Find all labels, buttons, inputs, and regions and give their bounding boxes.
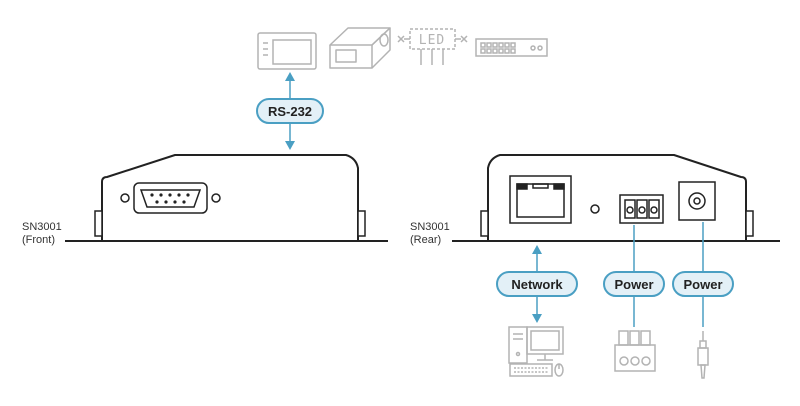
network-pill-label: Network (511, 277, 563, 292)
rack-device-icon (475, 38, 548, 57)
led-sign-text: LED (419, 33, 445, 48)
rs232-pill-label: RS-232 (268, 104, 312, 119)
rear-label-model: SN3001 (410, 221, 450, 233)
db9-port (120, 182, 221, 214)
power-jack-pill-label: Power (683, 277, 722, 292)
touch-panel-icon (257, 32, 317, 70)
terminal-block-icon (614, 330, 656, 372)
power-terminal-pill: Power (603, 271, 665, 297)
network-pill: Network (496, 271, 578, 297)
front-label-side: (Front) (22, 234, 55, 246)
status-led-indicator (590, 204, 600, 214)
dc-plug-icon (697, 331, 709, 379)
front-device (65, 154, 388, 242)
computer-icon (508, 326, 564, 377)
power-terminal-port (619, 194, 664, 224)
projector-icon (329, 27, 391, 69)
rear-label-side: (Rear) (410, 234, 441, 246)
rear-device (452, 154, 780, 242)
power-terminal-pill-label: Power (614, 277, 653, 292)
front-label-model: SN3001 (22, 221, 62, 233)
led-sign-icon: LED (397, 28, 468, 65)
power-jack-pill: Power (672, 271, 734, 297)
dc-jack-port (678, 181, 716, 221)
rs232-pill: RS-232 (256, 98, 324, 124)
rj45-port (509, 175, 572, 224)
